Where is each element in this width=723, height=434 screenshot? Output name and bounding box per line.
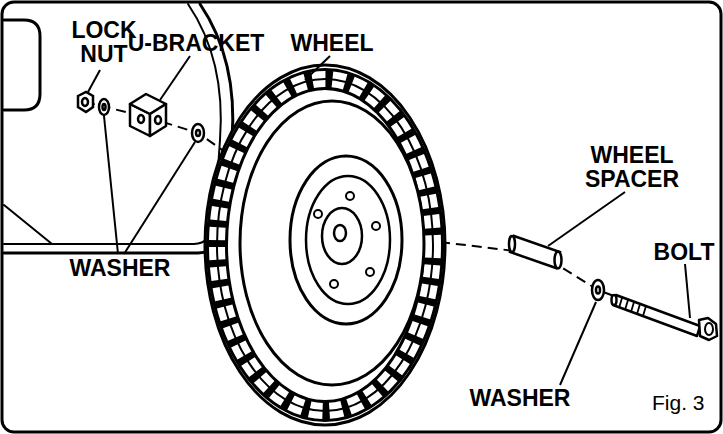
tire-tread [217, 79, 433, 411]
bolt [612, 295, 718, 340]
nut-hole [82, 98, 88, 106]
spacer-body [510, 236, 560, 268]
tread-groove [217, 79, 433, 411]
leader-line [560, 302, 596, 385]
frame-member [4, 205, 52, 244]
leader-line [548, 192, 625, 246]
bolt-head [699, 318, 717, 340]
part-label: WASHER [60, 256, 180, 280]
washer-inner [192, 124, 204, 142]
leader-line [124, 142, 195, 254]
lug-holes [314, 192, 380, 288]
bracket-hole [155, 116, 161, 124]
tire-outer [205, 65, 445, 425]
lock-nut [78, 92, 93, 112]
bolt-shank [613, 295, 700, 336]
leader-line [685, 264, 690, 318]
hub-bore [334, 225, 346, 241]
part-label: BOLT [644, 240, 723, 264]
washer-ring [99, 99, 109, 115]
leader-line [160, 56, 190, 100]
wheel [205, 65, 445, 425]
washer-ring [592, 280, 604, 300]
body-window [4, 20, 40, 110]
washer-hole [596, 287, 600, 294]
leader-line [305, 56, 330, 80]
lug-hole [314, 210, 322, 218]
bracket-face [150, 104, 166, 136]
washer-left [99, 99, 109, 115]
spacer-end [509, 236, 515, 252]
washer-outer [592, 280, 604, 300]
washer-hole [103, 104, 106, 110]
lug-hole [372, 222, 380, 230]
nut-hex [78, 92, 93, 112]
tread-gaps [217, 79, 433, 411]
part-label: U-BRACKET [121, 31, 271, 55]
rim-outer [290, 156, 402, 324]
bolt-thread [619, 298, 646, 316]
bolt-head-face [705, 323, 713, 335]
figure-caption: Fig. 3 [652, 391, 705, 415]
bolt-tip [612, 295, 617, 305]
part-label: WHEEL SPACER [577, 143, 687, 191]
bracket-hole [138, 115, 144, 123]
part-label: WHEEL [282, 31, 382, 55]
part-label: WASHER [460, 386, 580, 410]
hub [322, 208, 362, 264]
rim-inner [306, 176, 390, 304]
lug-hole [366, 268, 374, 276]
leader-line [88, 70, 100, 92]
spacer-end [555, 252, 562, 269]
leader-lines [88, 56, 690, 385]
washer-hole [196, 130, 200, 136]
lug-hole [330, 280, 338, 288]
leader-line [104, 116, 118, 254]
washer-ring [192, 124, 204, 142]
lug-hole [346, 192, 354, 200]
tire-sidewall [240, 101, 424, 385]
